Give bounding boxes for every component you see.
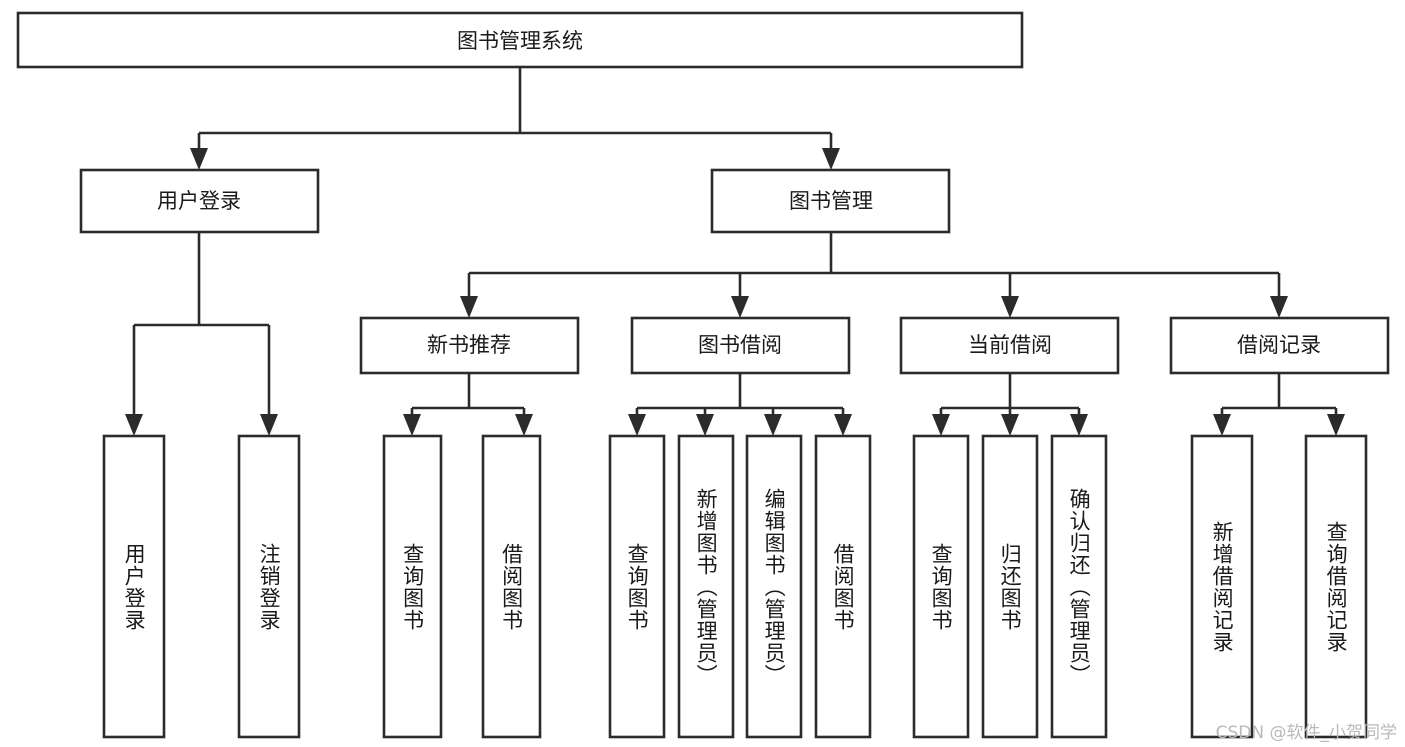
leaf-box-logout[interactable] — [237, 434, 301, 739]
leaf-box-layer — [102, 434, 1368, 739]
arrow-head-leaf-10 — [1001, 414, 1019, 436]
node-user-login-label: 用户登录 — [157, 189, 241, 213]
leaf-box-query-book-2[interactable] — [608, 434, 666, 739]
node-user-login-box[interactable] — [79, 168, 320, 234]
arrow-head-leaf-8 — [834, 414, 852, 436]
arrow-head-leaf-9 — [932, 414, 950, 436]
node-book-management-label: 图书管理 — [789, 189, 873, 213]
arrow-head-leaf-12 — [1213, 414, 1231, 436]
node-current-borrow-label: 当前借阅 — [968, 333, 1052, 357]
arrow-head-book-borrow — [731, 296, 749, 318]
leaf-box-edit-book-admin[interactable] — [745, 434, 803, 739]
node-root-label: 图书管理系统 — [457, 29, 583, 53]
arrow-head-leaf-13 — [1327, 414, 1345, 436]
arrow-head-new-book-rec — [460, 296, 478, 318]
leaf-box-return-book[interactable] — [981, 434, 1039, 739]
node-book-borrow[interactable]: 图书借阅 — [630, 316, 851, 375]
arrow-head-leaf-6 — [696, 414, 714, 436]
node-book-borrow-label: 图书借阅 — [698, 333, 782, 357]
arrow-head-leaf-4 — [515, 414, 533, 436]
node-book-management[interactable]: 图书管理 — [710, 168, 951, 234]
arrow-head-leaf-7 — [764, 414, 782, 436]
node-current-borrow-box[interactable] — [899, 316, 1120, 375]
node-new-book-recommend[interactable]: 新书推荐 — [359, 316, 580, 375]
node-new-book-recommend-label: 新书推荐 — [427, 333, 511, 357]
arrow-head-leaf-2 — [260, 414, 278, 436]
arrow-head-leaf-1 — [125, 414, 143, 436]
leaf-box-add-book-admin[interactable] — [677, 434, 735, 739]
node-new-book-recommend-box[interactable] — [359, 316, 580, 375]
leaf-box-query-borrow-rec[interactable] — [1304, 434, 1368, 739]
leaf-box-confirm-return[interactable] — [1050, 434, 1108, 739]
arrow-head-user-login — [190, 148, 208, 170]
arrow-head-leaf-11 — [1070, 414, 1088, 436]
leaf-box-query-book-1[interactable] — [382, 434, 443, 739]
node-borrow-record-label: 借阅记录 — [1237, 333, 1321, 357]
arrow-head-book-mgmt — [822, 148, 840, 170]
node-borrow-record-box[interactable] — [1169, 316, 1390, 375]
arrow-head-leaf-3 — [403, 414, 421, 436]
arrow-head-current-borrow — [1001, 296, 1019, 318]
node-borrow-record[interactable]: 借阅记录 — [1169, 316, 1390, 375]
leaf-box-query-book-3[interactable] — [912, 434, 970, 739]
leaf-box-user-login[interactable] — [102, 434, 166, 739]
leaf-box-borrow-book-2[interactable] — [814, 434, 872, 739]
node-book-borrow-box[interactable] — [630, 316, 851, 375]
node-book-management-box[interactable] — [710, 168, 951, 234]
connector-layer — [125, 67, 1345, 436]
node-root[interactable]: 图书管理系统 — [16, 11, 1024, 69]
node-root-box[interactable] — [16, 11, 1024, 69]
leaf-box-add-borrow-record[interactable] — [1190, 434, 1254, 739]
node-user-login[interactable]: 用户登录 — [79, 168, 320, 234]
arrow-head-leaf-5 — [628, 414, 646, 436]
node-current-borrow[interactable]: 当前借阅 — [899, 316, 1120, 375]
csdn-watermark: CSDN @软件_小贺同学 — [1215, 723, 1397, 743]
arrow-head-borrow-record — [1270, 296, 1288, 318]
leaf-box-borrow-book-1[interactable] — [481, 434, 542, 739]
